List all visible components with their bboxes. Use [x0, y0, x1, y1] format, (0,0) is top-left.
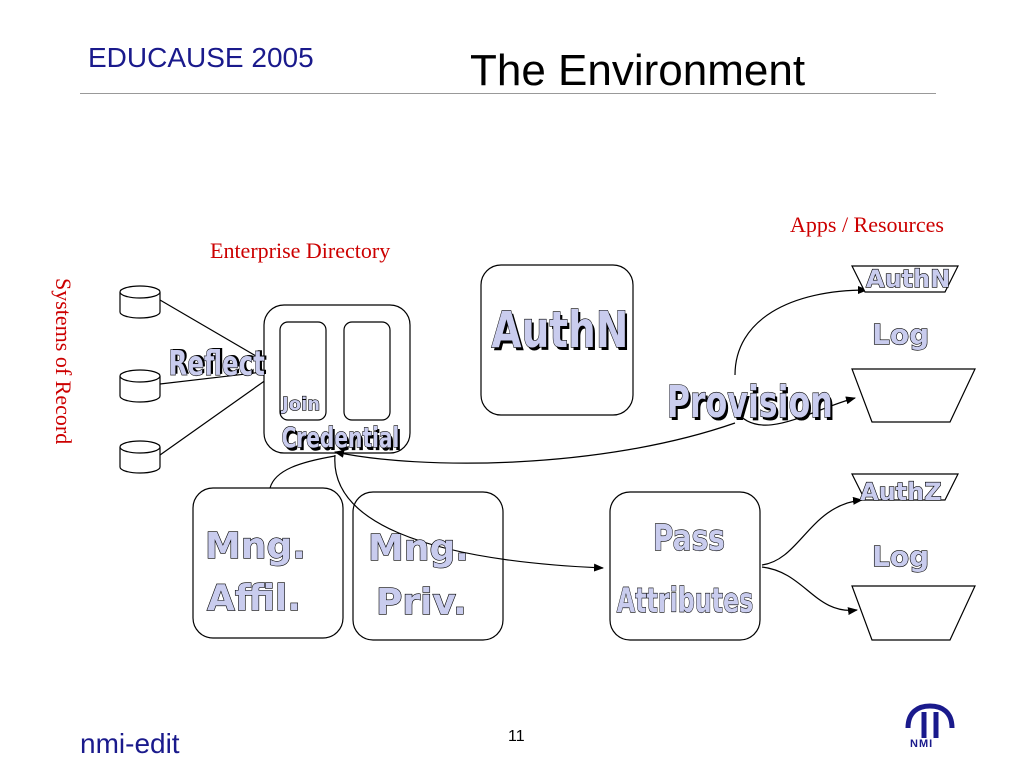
svg-text:Log: Log — [872, 318, 929, 351]
pass-attributes-box — [609, 491, 761, 641]
mng-affil-label: Mng. Affil. — [204, 525, 306, 619]
mng-priv-label: Mng. Priv. — [367, 527, 469, 623]
log-store-top — [851, 368, 976, 423]
svg-text:AuthN: AuthN — [494, 303, 631, 362]
authn-center-label: AuthN AuthN — [491, 300, 631, 363]
database-icon-3 — [119, 440, 161, 474]
mng-affil-box — [192, 487, 344, 639]
provision-to-log-arrow — [734, 396, 856, 426]
authn-center-box — [480, 264, 634, 416]
enterprise-directory-label: Enterprise Directory — [210, 238, 391, 263]
svg-text:Join: Join — [280, 394, 320, 415]
svg-text:AuthN: AuthN — [866, 265, 950, 293]
svg-text:Priv.: Priv. — [376, 582, 467, 623]
authn-app-shape — [851, 265, 959, 293]
pass-attributes-label: Pass Attributes — [616, 516, 754, 621]
credential-label: Credential Credential — [281, 420, 402, 457]
svg-text:AuthZ: AuthZ — [860, 478, 942, 506]
reflect-arrows — [159, 299, 281, 456]
directory-store-left — [279, 321, 327, 421]
nmi-logo-icon — [905, 703, 955, 738]
provision-to-authn-app-arrow — [734, 286, 868, 376]
authn-app-label: AuthN — [865, 264, 951, 293]
database-icon-2 — [119, 369, 161, 403]
svg-text:Credential: Credential — [284, 424, 402, 457]
svg-text:Provision: Provision — [667, 377, 833, 429]
svg-text:Log: Log — [872, 540, 929, 573]
svg-text:Reflect: Reflect — [171, 343, 267, 382]
affil-to-credential-line — [269, 455, 336, 489]
join-label: Join — [279, 393, 320, 415]
log-bottom-label: Log — [871, 539, 929, 573]
log-top-label: Log — [871, 317, 929, 351]
log-store-bottom — [851, 585, 976, 641]
svg-text:Mng.: Mng. — [368, 528, 469, 569]
database-icon-1 — [119, 285, 161, 319]
connector-lines — [269, 286, 868, 616]
footer-brand: nmi-edit — [80, 728, 180, 759]
nmi-logo-text: NMI — [910, 738, 934, 750]
provision-label: Provision Provision — [666, 376, 835, 432]
svg-text:Attributes: Attributes — [617, 581, 754, 620]
provision-to-credential-arrow — [334, 422, 736, 464]
svg-text:Mng.: Mng. — [205, 526, 306, 567]
svg-text:AuthN: AuthN — [491, 300, 628, 359]
directory-store-right — [343, 321, 391, 421]
svg-text:Pass: Pass — [653, 517, 725, 559]
svg-text:Affil.: Affil. — [207, 578, 301, 619]
authz-app-label: AuthZ — [859, 477, 942, 506]
apps-resources-label: Apps / Resources — [790, 212, 944, 237]
header-divider — [80, 93, 936, 94]
reflect-label: Reflect Reflect — [168, 343, 267, 384]
pass-to-authz-arrow — [761, 496, 863, 566]
svg-text:Provision: Provision — [669, 380, 835, 432]
svg-text:Reflect: Reflect — [168, 344, 264, 383]
conference-label: EDUCAUSE 2005 — [88, 42, 314, 73]
credential-to-pass-arrow — [334, 454, 604, 572]
pass-to-log-arrow — [761, 566, 858, 616]
svg-text:Credential: Credential — [282, 421, 400, 454]
authz-app-shape — [851, 473, 959, 501]
page-number: 11 — [508, 728, 525, 745]
slide-title: The Environment — [470, 46, 806, 95]
